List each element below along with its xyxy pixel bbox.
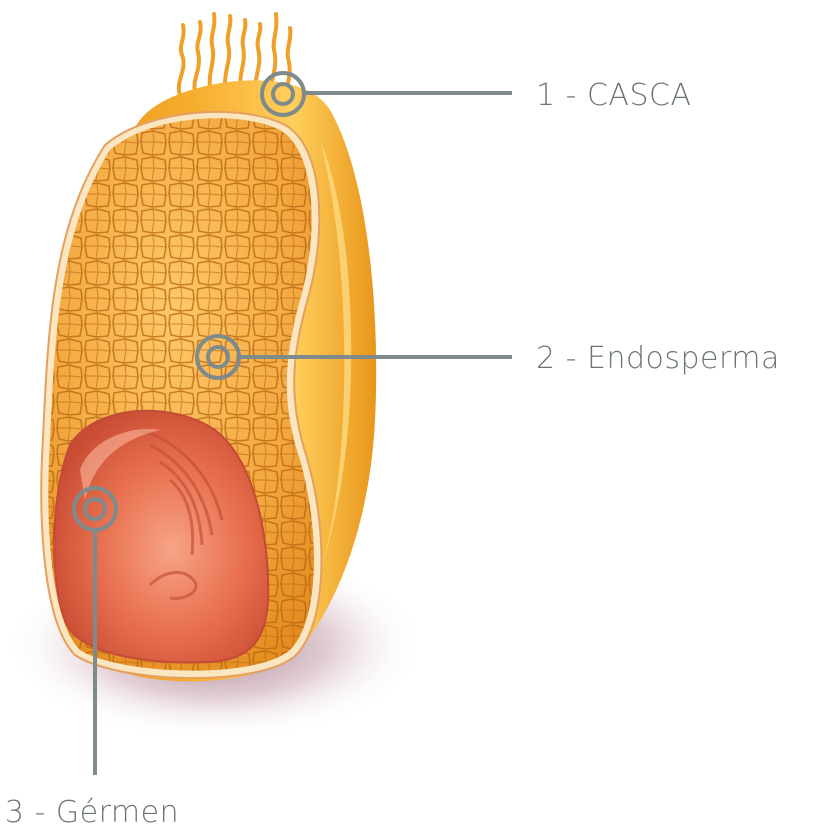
label-endosperma: 2 - Endosperma [536,341,780,376]
label-germen: 3 - Gérmen [5,795,179,830]
label-casca: 1 - CASCA [536,78,691,113]
